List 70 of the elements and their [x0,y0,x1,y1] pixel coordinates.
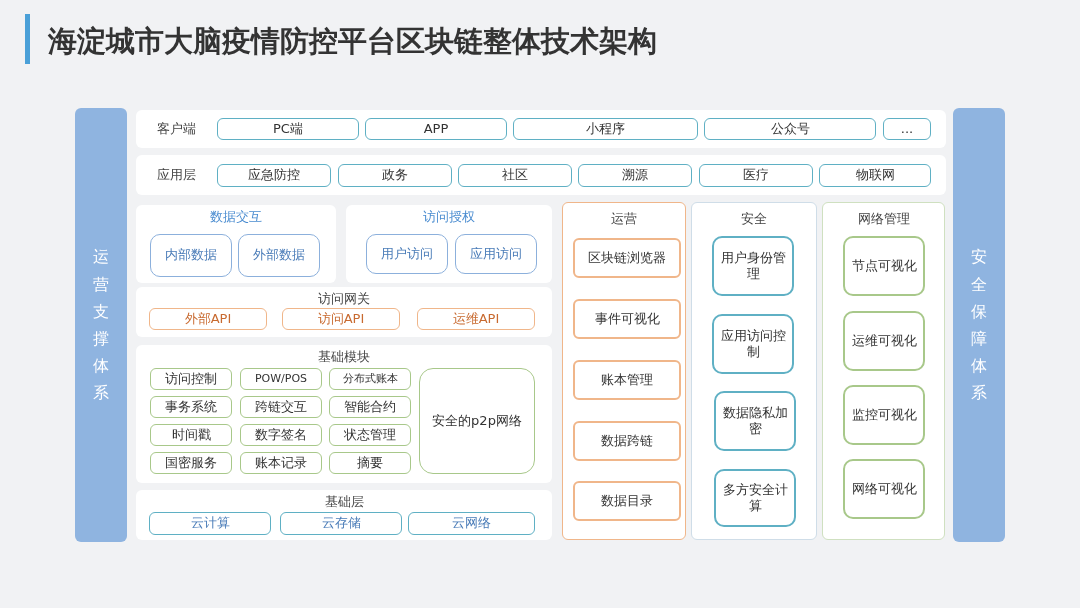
layer-panel [346,205,552,283]
module-box: 外部数据 [238,234,320,277]
layer-panel [136,205,336,283]
panel-heading: 安全 [740,211,768,228]
module-box: 账本管理 [573,360,681,400]
module-box: 医疗 [699,164,813,187]
module-box: 账本记录 [240,452,322,474]
module-box: 数据目录 [573,481,681,521]
module-box: 智能合约 [329,396,411,418]
module-box: 国密服务 [150,452,232,474]
module-box: 数据隐私加密 [714,391,796,451]
module-box: 应急防控 [217,164,331,187]
module-box: 政务 [338,164,452,187]
module-box: 访问API [282,308,400,330]
module-box: 内部数据 [150,234,232,277]
module-box: 多方安全计算 [714,469,796,527]
module-box: 小程序 [513,118,698,140]
module-box: 运维API [417,308,535,330]
module-box: 状态管理 [329,424,411,446]
module-box: 用户访问 [366,234,448,274]
module-box: 数字签名 [240,424,322,446]
layer-panel [822,202,945,540]
layer-panel [136,110,946,148]
layer-panel [136,345,552,483]
module-box: 事件可视化 [573,299,681,339]
side-bar: 运营支撑体系 [75,108,127,542]
module-box: 应用访问控制 [712,314,794,374]
panel-heading: 客户端 [155,120,197,138]
module-box: 时间戳 [150,424,232,446]
module-box: 运维可视化 [843,311,925,371]
module-box: 访问控制 [150,368,232,390]
module-box: 应用访问 [455,234,537,274]
module-box: 物联网 [819,164,931,187]
module-box: 云网络 [408,512,535,535]
module-box: 用户身份管理 [712,236,794,296]
module-box: 节点可视化 [843,236,925,296]
module-box: 数据跨链 [573,421,681,461]
panel-heading: 运营 [610,211,638,228]
module-box: 溯源 [578,164,692,187]
panel-heading: 访问网关 [317,291,371,308]
module-box: 云计算 [149,512,271,535]
module-box: 网络可视化 [843,459,925,519]
panel-heading: 数据交互 [209,209,263,226]
layer-panel [691,202,817,540]
module-box: PC端 [217,118,359,140]
title: 海淀城市大脑疫情防控平台区块链整体技术架构 [48,23,657,60]
module-box: POW/POS [240,368,322,390]
module-box: 区块链浏览器 [573,238,681,278]
module-box: 分布式账本 [329,368,411,390]
side-bar: 安全保障体系 [953,108,1005,542]
module-box: 公众号 [704,118,876,140]
module-box: ... [883,118,931,140]
module-box: 监控可视化 [843,385,925,445]
panel-heading: 网络管理 [856,211,911,228]
module-box: 社区 [458,164,572,187]
module-box: 事务系统 [150,396,232,418]
layer-panel [562,202,686,540]
panel-heading: 访问授权 [422,209,476,226]
module-box: APP [365,118,507,140]
layer-panel [136,155,946,195]
module-box: 跨链交互 [240,396,322,418]
layer-panel [136,287,552,337]
panel-heading: 基础模块 [317,349,371,366]
module-box: 摘要 [329,452,411,474]
panel-heading: 基础层 [323,494,365,511]
module-box: 外部API [149,308,267,330]
module-box: 安全的p2p网络 [419,368,535,474]
module-box: 云存储 [280,512,402,535]
panel-heading: 应用层 [155,166,197,184]
layer-panel [136,490,552,540]
